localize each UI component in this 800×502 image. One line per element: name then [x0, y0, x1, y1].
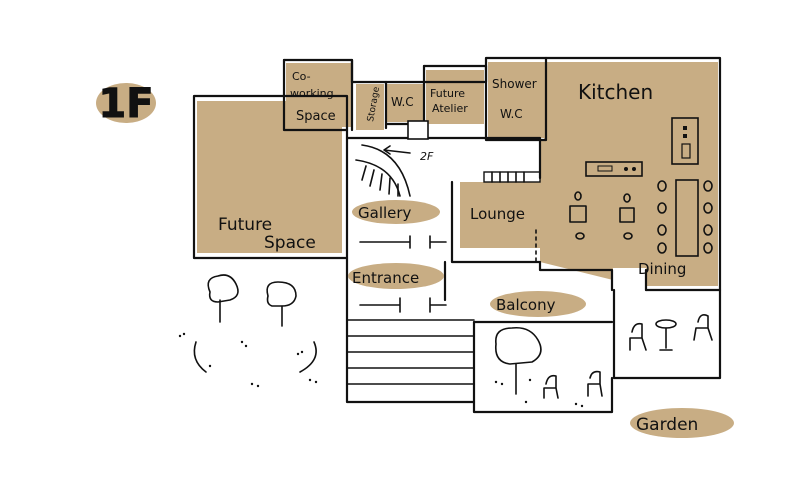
chair-icon — [543, 374, 559, 399]
atelier-label-line2: Atelier — [432, 102, 468, 115]
counter-icon — [675, 179, 699, 257]
future-space-label-line2: Space — [264, 233, 316, 253]
coworking-label-line1: Co- — [292, 70, 311, 83]
tree-icon — [494, 326, 542, 395]
tree-icon — [207, 274, 239, 323]
lounge-furniture — [569, 191, 635, 240]
chair-icon — [693, 314, 713, 341]
lounge-label: Lounge — [470, 205, 525, 223]
utility-box-icon — [407, 120, 429, 140]
kitchen-lounge-dining-fill — [460, 62, 718, 286]
walls — [192, 56, 722, 414]
gallery-label: Gallery — [358, 204, 412, 222]
shower-label: Shower — [492, 77, 537, 91]
floor-label-text: 1F — [98, 81, 153, 127]
staircase: 2F — [355, 144, 434, 197]
atelier-label-line1: Future — [430, 87, 465, 100]
shower-fill — [488, 62, 544, 138]
entrance-label: Entrance — [352, 269, 419, 287]
balcony-label: Balcony — [496, 296, 556, 314]
table-icon — [655, 319, 677, 351]
kitchen-fixtures — [483, 117, 713, 263]
chair-icon — [629, 322, 647, 351]
stove-icon — [585, 161, 643, 177]
floor-label: 1F — [96, 81, 156, 128]
dining-label: Dining — [638, 260, 686, 278]
tree-icon — [266, 281, 297, 327]
fridge-icon — [671, 117, 699, 165]
coworking-label-line2: working — [290, 87, 334, 100]
stairs-label: 2F — [420, 150, 434, 163]
storage-fill — [356, 84, 384, 130]
wc-label: W.C — [391, 95, 414, 109]
coworking-label-line3: Space — [296, 109, 336, 124]
atelier-fill — [426, 70, 484, 124]
kitchen-label: Kitchen — [578, 80, 653, 104]
chair-icon — [587, 370, 603, 397]
future-space-label-line1: Future — [218, 215, 272, 235]
outdoor-elements — [178, 274, 713, 408]
garden-label: Garden — [636, 415, 698, 435]
wc-fill — [386, 84, 424, 122]
shower-wc-label: W.C — [500, 107, 523, 121]
label-highlights — [348, 200, 734, 438]
